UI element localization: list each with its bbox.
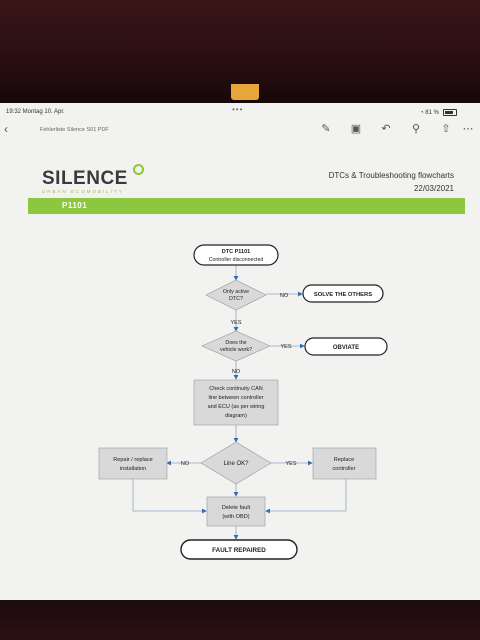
decision3-text: Line OK? xyxy=(223,461,249,467)
check-line1: Check continuity CAN xyxy=(209,386,263,392)
label-yes-2: YES xyxy=(280,344,291,350)
tablet-screen: 19:32 Montag 10. Apr. ••• ◔ 81 % ‹ Fehle… xyxy=(0,103,480,603)
document-heading: DTCs & Troubleshooting flowcharts 22/03/… xyxy=(329,169,454,195)
logo-tagline: URBAN ECOMOBILITY xyxy=(42,189,124,194)
delete-line1: Delete fault xyxy=(222,505,251,511)
wifi-icon: ◔ xyxy=(420,110,424,117)
start-line2: Controller disconnected xyxy=(209,257,264,263)
decision-only-active-dtc: Only active DTC? xyxy=(205,279,267,311)
battery-percent: 81 % xyxy=(425,110,439,117)
scan-icon[interactable]: ▣ xyxy=(350,123,362,135)
replace-controller-process: Replace controller xyxy=(312,447,377,480)
flow-connectors xyxy=(132,265,347,540)
fault-repaired-terminator: FAULT REPAIRED xyxy=(180,539,298,560)
label-no-1: NO xyxy=(280,293,289,299)
document-heading-title: DTCs & Troubleshooting flowcharts xyxy=(328,171,454,180)
battery-icon xyxy=(442,109,457,116)
solve-others-terminator: SOLVE THE OTHERS xyxy=(302,284,384,303)
repair-line1: Repair / replace xyxy=(113,457,153,463)
document-title: Fehlerliste Silence S01 PDF xyxy=(40,127,109,133)
dtc-code: P1101 xyxy=(62,201,88,210)
replace-line2: controller xyxy=(332,466,355,472)
obviate-text: OBVIATE xyxy=(333,345,359,351)
start-line1: DTC P1101 xyxy=(222,249,250,255)
more-icon[interactable]: ⋯ xyxy=(462,123,474,135)
case-tab xyxy=(231,84,259,100)
check-line4: diagram) xyxy=(225,413,247,419)
chevron-left-icon[interactable]: ‹ xyxy=(4,122,8,136)
device-bezel-bottom xyxy=(0,600,480,640)
label-no-3: NO xyxy=(181,461,190,467)
status-bar: 19:32 Montag 10. Apr. ••• ◔ 81 % xyxy=(0,103,480,117)
undo-icon[interactable]: ↶ xyxy=(381,123,391,135)
multitasking-dots[interactable]: ••• xyxy=(232,105,244,114)
delete-line2: (with OBD) xyxy=(222,514,249,520)
logo-ring-icon xyxy=(133,164,144,175)
decision1-line1: Only active xyxy=(223,289,249,295)
arrow-replace-to-delete xyxy=(265,479,347,514)
label-yes-3: YES xyxy=(285,461,296,467)
decision1-line2: DTC? xyxy=(229,296,243,302)
search-icon[interactable]: ⚲ xyxy=(411,123,421,135)
pdf-toolbar: ‹ Fehlerliste Silence S01 PDF ✎ ▣ ↶ ⚲ ⇧ … xyxy=(0,117,480,141)
share-icon[interactable]: ⇧ xyxy=(441,123,451,135)
delete-fault-process: Delete fault (with OBD) xyxy=(206,496,266,527)
device-bezel-top xyxy=(0,0,480,104)
silence-logo: SILENCE URBAN ECOMOBILITY xyxy=(42,164,144,194)
start-terminator: DTC P1101 Controller disconnected xyxy=(193,244,279,266)
repair-line2: installation xyxy=(120,466,146,472)
document-date: 22/03/2021 xyxy=(413,184,454,193)
solve-others-text: SOLVE THE OTHERS xyxy=(314,292,372,298)
arrow-repair-to-delete xyxy=(132,479,207,514)
check-line3: and ECU (as per wiring xyxy=(208,404,265,410)
decision-line-ok: Line OK? xyxy=(200,441,272,485)
decision2-line2: vehicle work? xyxy=(220,347,252,353)
markup-icon[interactable]: ✎ xyxy=(321,123,331,135)
dtc-code-banner: P1101 xyxy=(28,198,465,214)
label-no-2: NO xyxy=(232,369,241,375)
obviate-terminator: OBVIATE xyxy=(304,337,388,356)
replace-line1: Replace xyxy=(334,457,355,463)
check-can-process: Check continuity CAN line between contro… xyxy=(193,379,279,426)
troubleshooting-flowchart: DTC P1101 Controller disconnected Only a… xyxy=(98,244,388,560)
check-line2: line between controller xyxy=(208,395,263,401)
decision-vehicle-works: Does the vehicle work? xyxy=(201,330,271,362)
logo-brand: SILENCE xyxy=(42,168,128,189)
decision2-line1: Does the xyxy=(225,340,246,346)
repair-installation-process: Repair / replace installation xyxy=(98,447,168,480)
status-time-date: 19:32 Montag 10. Apr. xyxy=(6,109,65,115)
label-yes-1: YES xyxy=(230,320,241,326)
pdf-page: SILENCE URBAN ECOMOBILITY DTCs & Trouble… xyxy=(0,143,480,603)
status-right: ◔ 81 % xyxy=(420,109,457,116)
end-text: FAULT REPAIRED xyxy=(212,547,266,554)
